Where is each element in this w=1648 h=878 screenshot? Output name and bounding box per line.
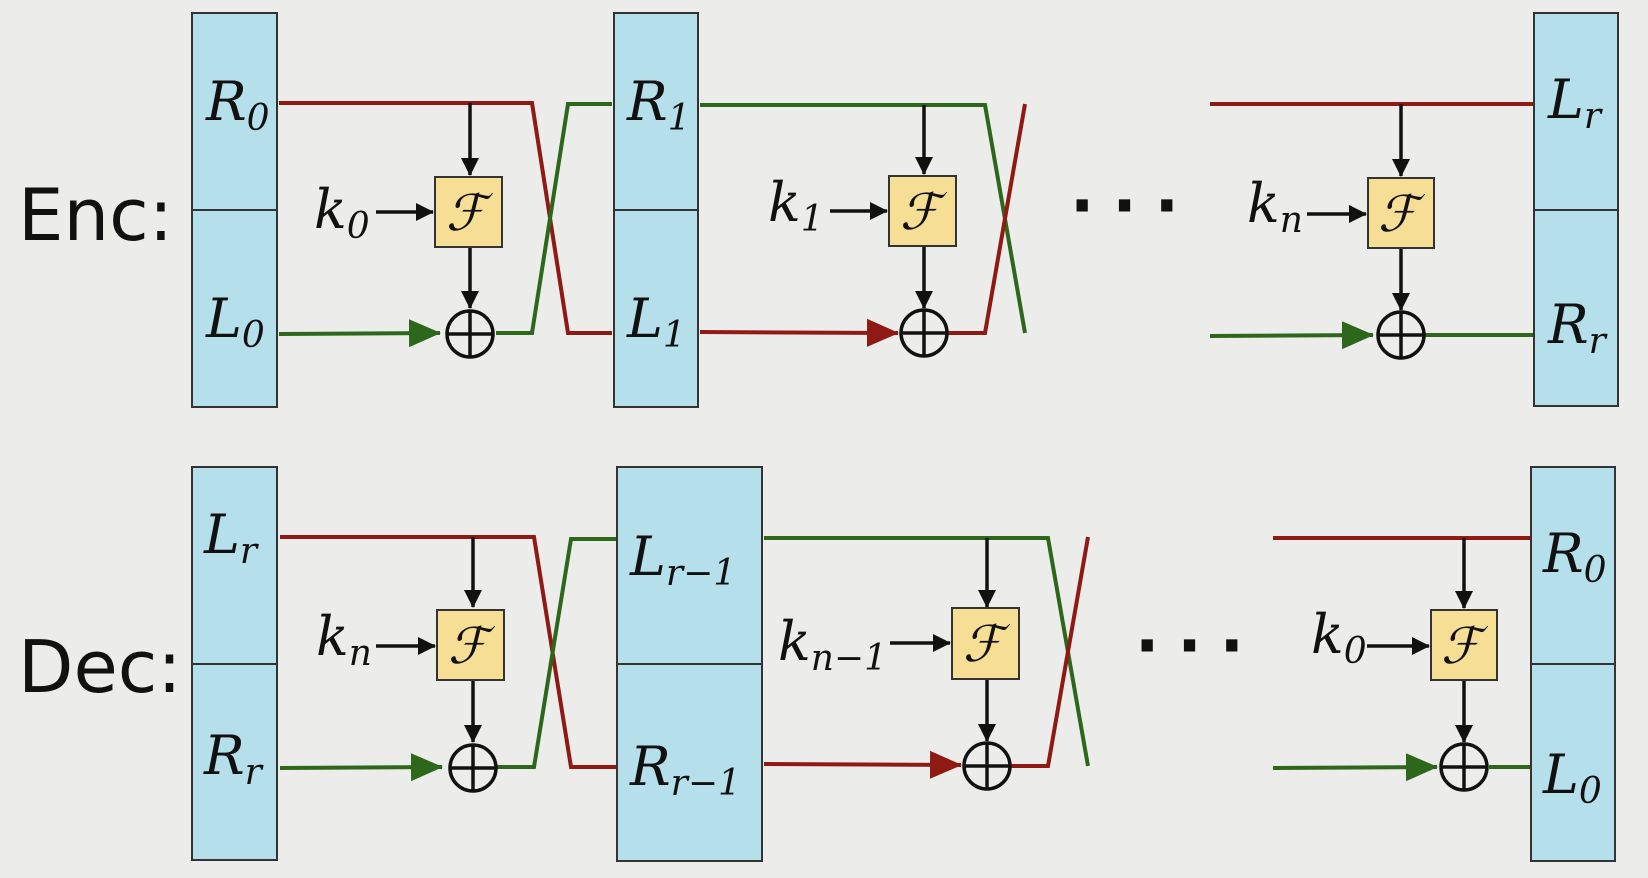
dec-register-1-top-label: Lr−1: [629, 525, 736, 594]
dec-final-xor-icon: [1439, 742, 1489, 792]
dec-stage1-red-wire: [1010, 536, 1090, 768]
dec-final-f-box: [1430, 609, 1498, 681]
enc-stage1-f-box: [888, 175, 957, 247]
dec-register-0-bottom-label: Rr: [203, 724, 264, 793]
enc-final-green-input: [1209, 321, 1374, 350]
enc-final-f-box: [1367, 177, 1435, 249]
dec-stage1-red-input: [763, 750, 962, 779]
dec-register-0-top-label: Lr: [203, 503, 259, 572]
enc-stage1-red-input: [699, 318, 899, 347]
enc-register-final-top-label: Lr: [1547, 68, 1603, 137]
dec-final-key-label: k0: [1311, 603, 1367, 672]
dec-register-final-top-label: R0: [1542, 522, 1607, 591]
enc-stage0-key-label: k0: [314, 178, 370, 247]
enc-stage0-xor-icon: [445, 309, 495, 359]
dec-stage1-xor-icon: [962, 741, 1012, 791]
enc-stage1-xor-icon: [899, 308, 949, 358]
dec-stage0-green-input: [279, 753, 443, 782]
enc-row-label: Enc:: [18, 173, 173, 257]
dec-stage0-key-label: kn: [316, 605, 372, 674]
dec-stage1-key-label: kn−1: [778, 610, 887, 679]
enc-ellipsis: ···: [1070, 170, 1197, 244]
enc-stage0-f-box: [434, 176, 503, 248]
encryption-row: Enc: R0 L0 k0 ℱ R1 L1 k1: [18, 12, 1619, 408]
enc-stage1-red-wire: [947, 103, 1027, 335]
dec-final-green-input: [1272, 753, 1438, 782]
enc-register-1-top-label: R1: [626, 70, 691, 139]
dec-stage0-f-box: [436, 609, 505, 681]
enc-final-xor-icon: [1376, 310, 1426, 360]
dec-register-final-bottom-label: L0: [1542, 743, 1602, 812]
enc-stage0-green-wire: [496, 102, 612, 335]
dec-row-label: Dec:: [18, 625, 182, 709]
enc-stage1-key-label: k1: [768, 171, 824, 240]
enc-register-final-bottom-label: Rr: [1547, 293, 1608, 362]
decryption-row: Dec: Lr Rr kn ℱ Lr−1 Rr−1 kn−1: [18, 466, 1616, 862]
enc-register-0-bottom-label: L0: [205, 287, 265, 356]
enc-final-key-label: kn: [1247, 172, 1303, 241]
dec-stage1-green-wire: [764, 536, 1090, 767]
enc-stage1-green-wire: [700, 103, 1027, 334]
dec-register-1-bottom-label: Rr−1: [629, 735, 741, 804]
enc-stage0-green-input: [278, 319, 441, 348]
dec-stage0-xor-icon: [448, 743, 498, 793]
dec-ellipsis: ···: [1135, 610, 1262, 684]
dec-stage0-green-wire: [496, 537, 616, 769]
enc-register-1-bottom-label: L1: [626, 287, 686, 356]
enc-register-0-top-label: R0: [205, 70, 270, 139]
dec-stage1-f-box: [951, 607, 1020, 680]
